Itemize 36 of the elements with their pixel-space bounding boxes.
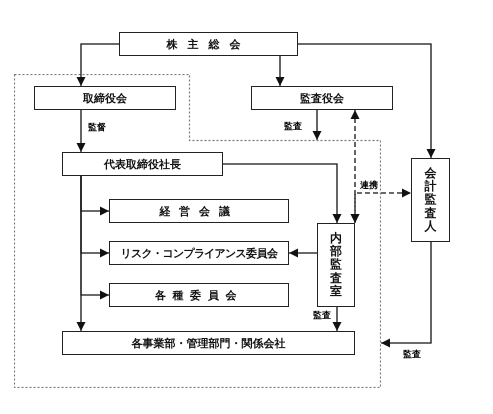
org-box: [119, 32, 298, 56]
org-box: [109, 199, 289, 223]
org-label: 経営会議: [159, 204, 239, 218]
arrow: [275, 56, 285, 86]
arrow: [312, 110, 322, 140]
org-label: 代表取締役社長: [104, 156, 181, 172]
org-box: [62, 331, 355, 355]
arrow: [289, 248, 317, 258]
arrow: [332, 307, 342, 331]
org-box: [109, 283, 289, 307]
org-label: 株主総会: [166, 36, 250, 52]
org-box: [411, 158, 450, 242]
arrow: [76, 176, 86, 331]
org-label: 会計監査人: [424, 167, 436, 233]
org-box: [62, 152, 223, 176]
edge-label: 連携: [359, 181, 379, 192]
org-box: [251, 86, 393, 110]
org-label: 監査役会: [300, 90, 344, 106]
arrow: [76, 110, 86, 152]
org-label: 各種委員会: [155, 288, 243, 302]
arrow: [350, 188, 411, 223]
edge-label: 監査: [402, 350, 422, 361]
org-box: [34, 86, 176, 110]
org-label: リスク・コンプライアンス委員会: [120, 246, 278, 260]
arrow: [76, 43, 119, 86]
arrow: [381, 242, 432, 348]
org-box: [317, 223, 355, 307]
org-box: [109, 241, 289, 265]
org-label: 内部監査室: [330, 232, 342, 298]
org-label: 各事業部・管理部門・関係会社: [132, 336, 286, 350]
org-label: 取締役会: [83, 90, 127, 106]
arrow: [298, 43, 436, 158]
edge-label: 監督: [87, 123, 107, 134]
edge-label: 監査: [312, 311, 332, 322]
arrow: [223, 163, 342, 223]
edge-label: 監査: [283, 122, 303, 133]
